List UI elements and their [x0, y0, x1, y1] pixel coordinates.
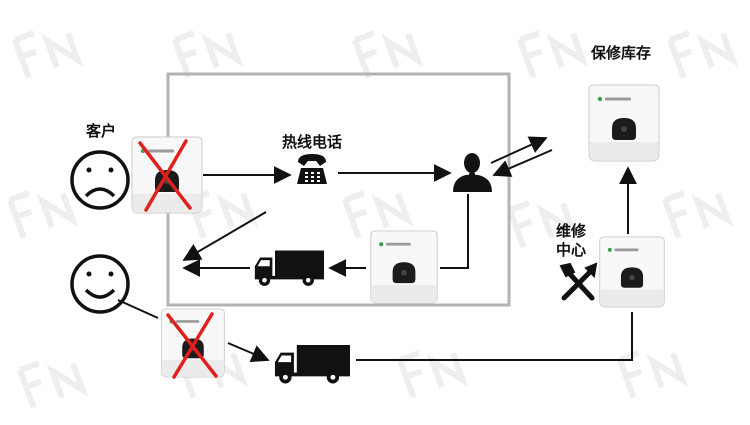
- inverter-device-icon: [599, 236, 665, 308]
- truck-icon: [274, 345, 350, 384]
- arrow-device-to-truck: [227, 342, 270, 362]
- customer-label: 客户: [86, 122, 117, 140]
- warehouse-label: 保修库存: [591, 44, 652, 62]
- sad-face-icon: [70, 150, 130, 210]
- repair-center-label-line1: 维修: [556, 222, 587, 240]
- hotline-label: 热线电话: [282, 133, 343, 151]
- happy-face-icon: [70, 254, 130, 314]
- person-icon: [453, 153, 492, 192]
- arrow-truck-to-repair: [356, 312, 633, 361]
- telephone-icon: [297, 154, 327, 184]
- arrow-customer-to-device: [117, 299, 159, 319]
- truck-icon: [254, 250, 324, 286]
- arrow-frame-to-customer: [182, 211, 267, 261]
- repair-center-label-line2: 中心: [556, 241, 587, 259]
- arrow-agent-to-shipment: [440, 194, 469, 269]
- red-cross-icon: [166, 312, 218, 379]
- inverter-device-icon: [370, 230, 438, 304]
- watermark-layer: [7, 30, 739, 409]
- inverter-device-icon: [588, 84, 660, 162]
- arrow-agent-to-warehouse: [490, 136, 548, 164]
- red-cross-icon: [138, 139, 192, 212]
- flow-arrows: [117, 136, 637, 362]
- arrow-warehouse-to-agent: [492, 149, 553, 177]
- tools-icon: [559, 262, 598, 301]
